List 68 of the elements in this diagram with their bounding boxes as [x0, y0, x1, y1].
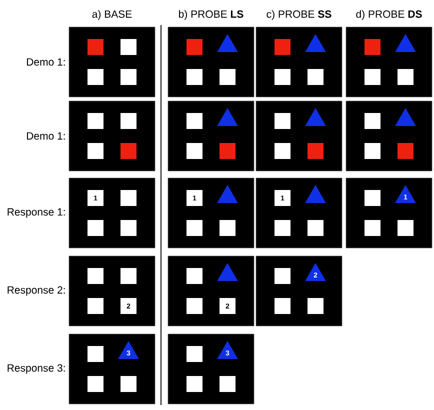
square-marker — [186, 268, 202, 284]
square-marker — [88, 298, 104, 314]
square-marker — [308, 69, 324, 85]
row-label: Demo 1: — [26, 132, 65, 140]
square-marker — [364, 220, 380, 236]
square-marker — [88, 220, 104, 236]
square-marker — [88, 39, 104, 55]
square-marker — [186, 346, 202, 362]
square-marker — [186, 39, 202, 55]
square-marker — [308, 220, 324, 236]
square-marker — [120, 220, 136, 236]
square-marker — [186, 298, 202, 314]
triangle-marker — [217, 185, 238, 203]
square-marker — [364, 39, 380, 55]
row-label: Response 2: — [8, 286, 65, 296]
square-marker — [186, 113, 202, 129]
square-marker — [88, 268, 104, 284]
square-marker — [120, 69, 136, 85]
square-marker — [274, 268, 290, 284]
square-marker — [220, 69, 236, 85]
square-marker — [274, 143, 290, 159]
triangle-marker — [395, 34, 416, 52]
square-marker — [308, 143, 324, 159]
row-label: Demo 1: — [26, 58, 65, 66]
square-marker — [398, 69, 414, 85]
square-marker — [120, 39, 136, 55]
square-marker — [120, 190, 136, 206]
square-marker — [308, 298, 324, 314]
square-marker — [364, 113, 380, 129]
triangle-marker — [305, 185, 326, 203]
triangle-marker — [217, 108, 238, 126]
column-header: d) PROBE DS — [356, 10, 422, 20]
row-label: Response 3: — [8, 364, 65, 374]
square-marker — [186, 376, 202, 392]
column-header: b) PROBE LS — [179, 10, 244, 20]
row-label: Response 1: — [8, 208, 65, 218]
square-marker — [364, 143, 380, 159]
square-marker — [274, 69, 290, 85]
triangle-marker — [305, 108, 326, 126]
square-marker — [398, 143, 414, 159]
square-marker — [88, 376, 104, 392]
triangle-marker — [217, 34, 238, 52]
square-marker — [120, 268, 136, 284]
square-marker — [220, 143, 236, 159]
square-marker — [186, 69, 202, 85]
square-marker — [364, 190, 380, 206]
square-marker — [274, 298, 290, 314]
square-marker — [120, 113, 136, 129]
square-marker — [274, 113, 290, 129]
square-marker — [274, 39, 290, 55]
square-marker — [220, 376, 236, 392]
square-marker — [88, 113, 104, 129]
square-marker — [120, 143, 136, 159]
square-marker — [88, 143, 104, 159]
column-header: c) PROBE SS — [266, 10, 332, 20]
triangle-marker — [305, 34, 326, 52]
square-marker — [186, 143, 202, 159]
square-marker — [186, 220, 202, 236]
triangle-marker — [217, 263, 238, 281]
square-marker — [398, 220, 414, 236]
square-marker — [88, 346, 104, 362]
square-marker — [88, 69, 104, 85]
square-marker — [120, 376, 136, 392]
square-marker — [364, 69, 380, 85]
triangle-marker — [395, 108, 416, 126]
column-header: a) BASE — [92, 10, 132, 20]
square-marker — [274, 220, 290, 236]
square-marker — [220, 220, 236, 236]
